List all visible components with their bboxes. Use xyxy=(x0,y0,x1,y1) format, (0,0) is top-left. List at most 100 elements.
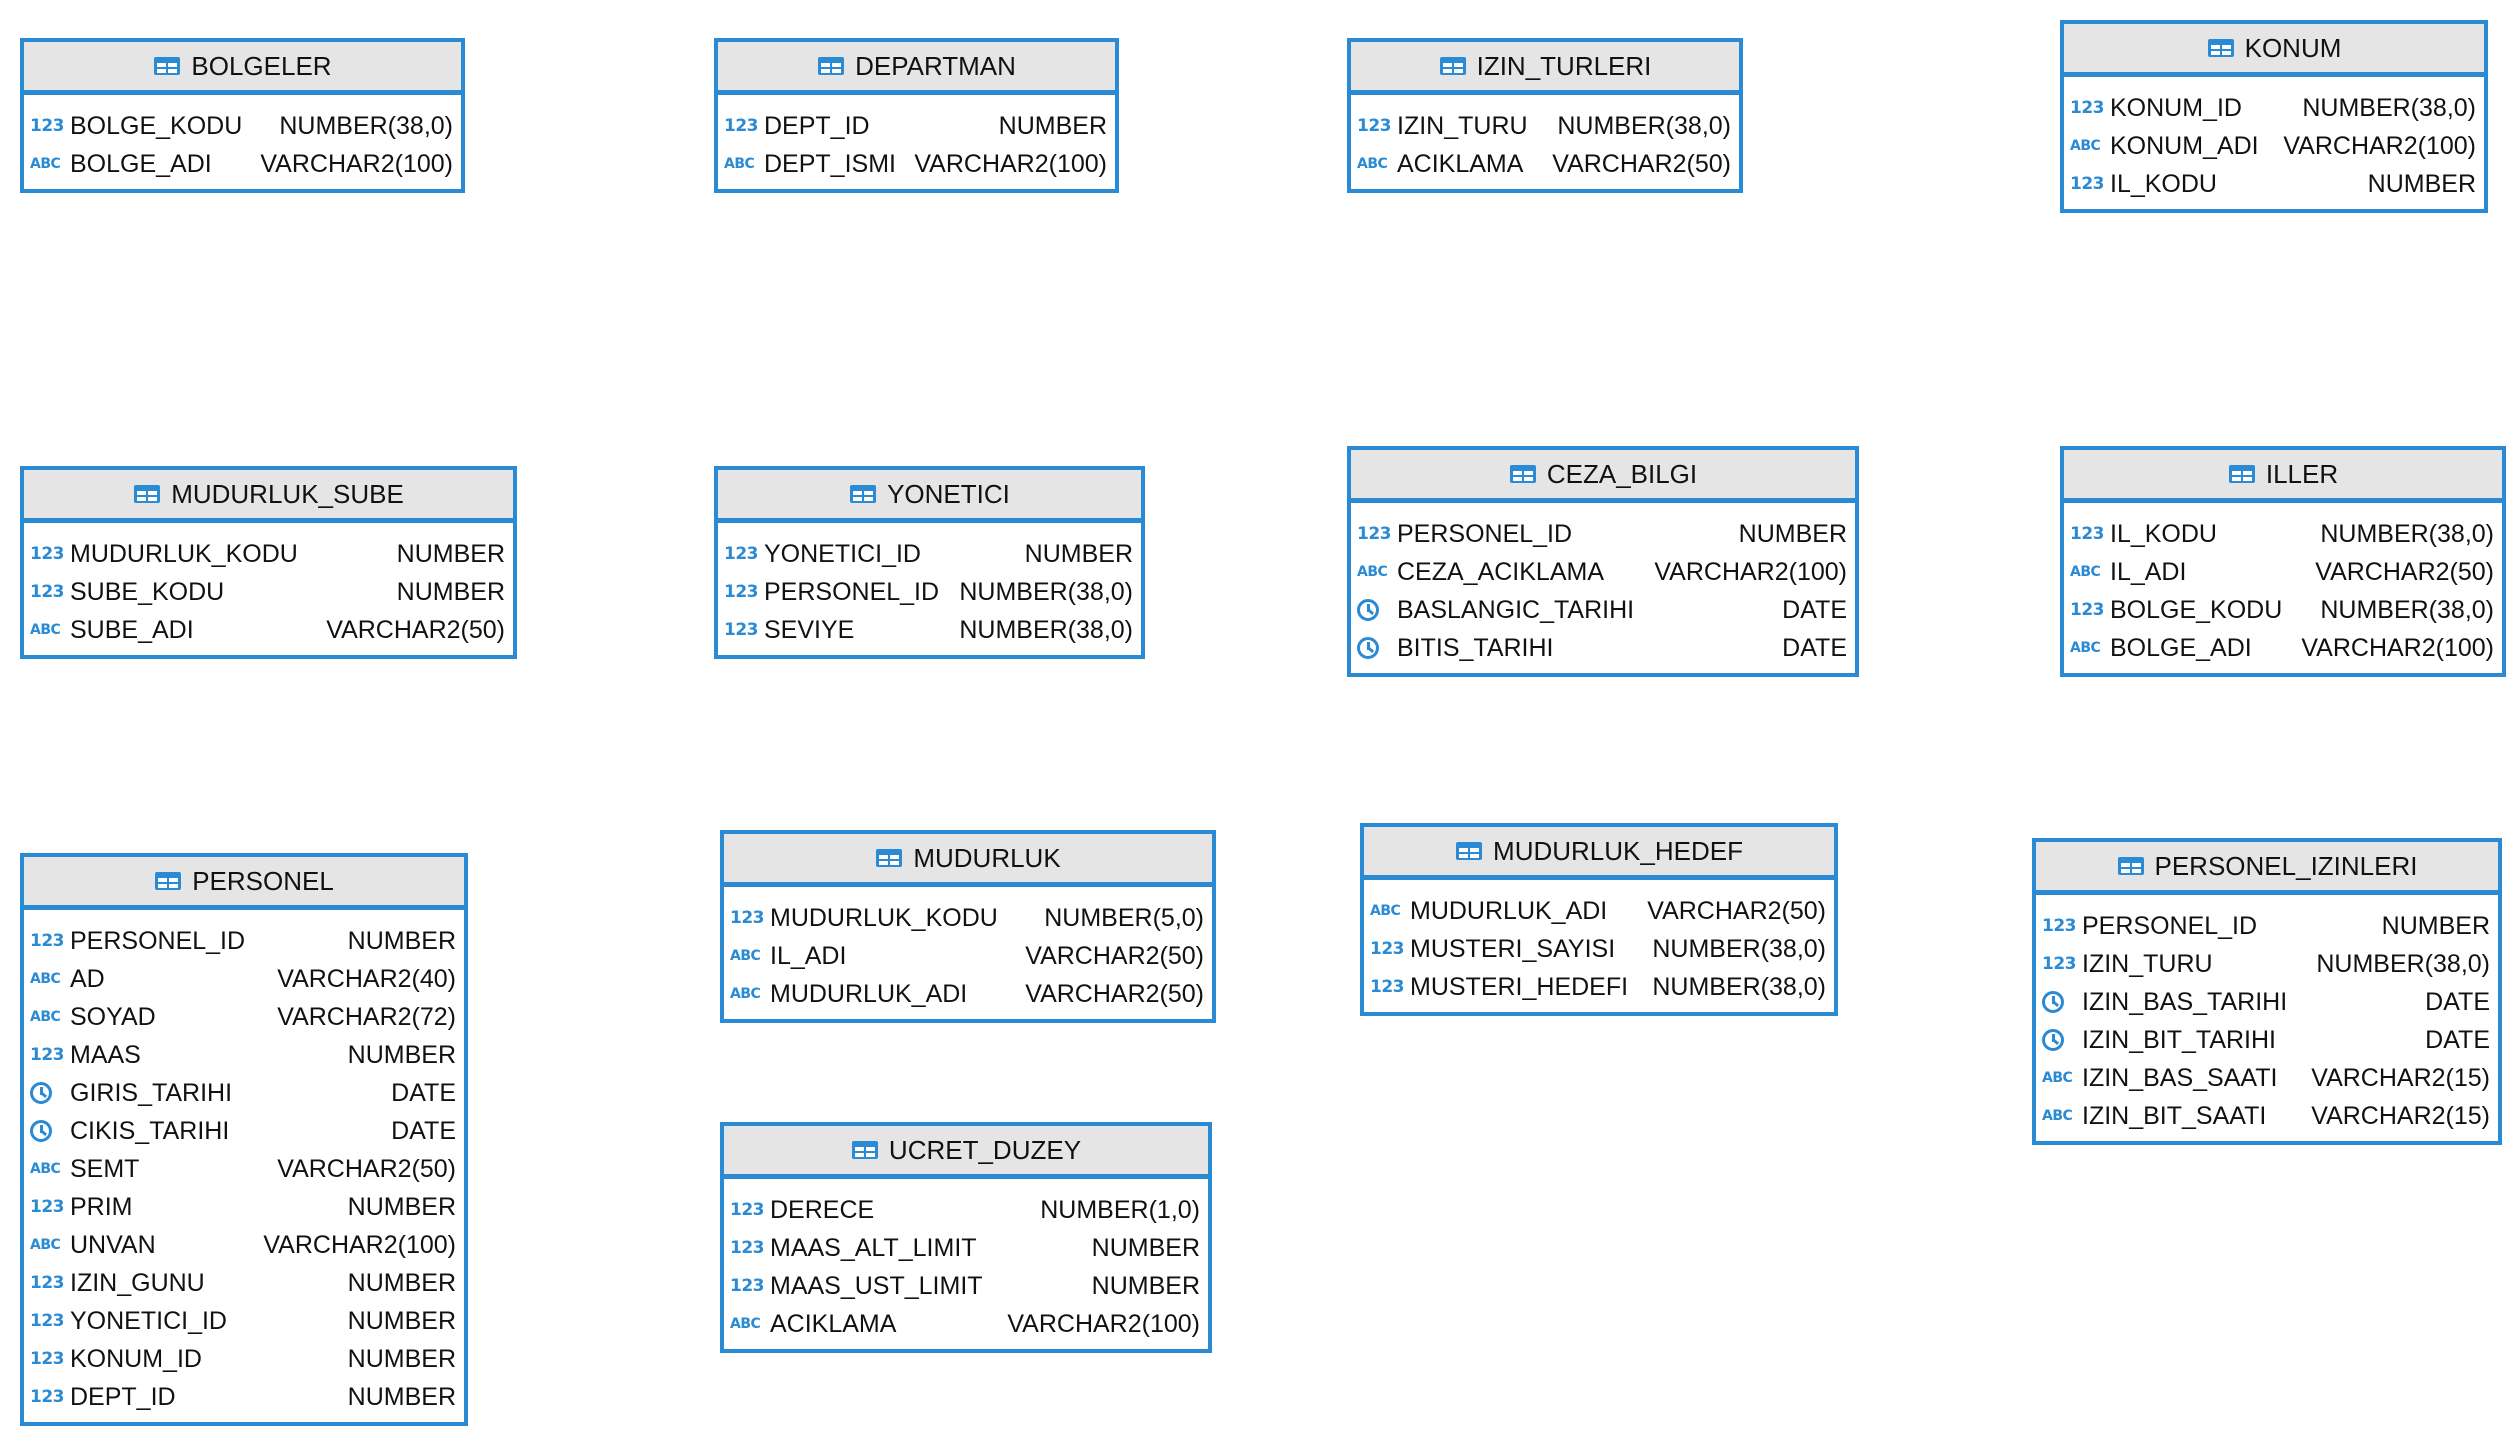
table-header[interactable]: MUDURLUK xyxy=(724,834,1212,885)
column-type: VARCHAR2(50) xyxy=(2315,557,2494,586)
table-header[interactable]: DEPARTMAN xyxy=(718,42,1115,93)
text-type-icon: ABC xyxy=(1357,156,1388,172)
column-name: BOLGE_ADI xyxy=(70,149,212,178)
table-header[interactable]: PERSONEL_IZINLERI xyxy=(2036,842,2498,893)
column-type: NUMBER(38,0) xyxy=(279,111,453,140)
table-header[interactable]: CEZA_BILGI xyxy=(1351,450,1855,501)
table-header[interactable]: MUDURLUK_SUBE xyxy=(24,470,513,521)
column-name: DEPT_ID xyxy=(70,1382,176,1411)
table-header[interactable]: YONETICI xyxy=(718,470,1141,521)
column-type: VARCHAR2(100) xyxy=(263,1230,456,1259)
table-header[interactable]: MUDURLUK_HEDEF xyxy=(1364,827,1834,878)
table-name: DEPARTMAN xyxy=(855,50,1016,81)
numeric-type-icon: 123 xyxy=(30,116,65,136)
table-header[interactable]: UCRET_DUZEY xyxy=(724,1126,1208,1177)
numeric-type-icon: 123 xyxy=(1370,977,1405,997)
text-type-icon: ABC xyxy=(1357,564,1388,580)
column-type: VARCHAR2(50) xyxy=(326,615,505,644)
table-header[interactable]: ILLER xyxy=(2064,450,2502,501)
table-name: YONETICI xyxy=(887,478,1010,509)
column-type: VARCHAR2(100) xyxy=(1654,557,1847,586)
numeric-type-icon: 123 xyxy=(30,544,65,564)
table-header[interactable]: PERSONEL xyxy=(24,857,464,908)
column-name: KONUM_ID xyxy=(2110,93,2242,122)
column-name: MUDURLUK_KODU xyxy=(770,903,998,932)
table-header[interactable]: BOLGELER xyxy=(24,42,461,93)
column-type: NUMBER xyxy=(2381,911,2490,940)
table-header[interactable]: KONUM xyxy=(2064,24,2484,75)
table-header[interactable]: IZIN_TURLERI xyxy=(1351,42,1739,93)
column-name: MAAS_ALT_LIMIT xyxy=(770,1233,977,1262)
numeric-type-icon: 123 xyxy=(730,1200,765,1220)
